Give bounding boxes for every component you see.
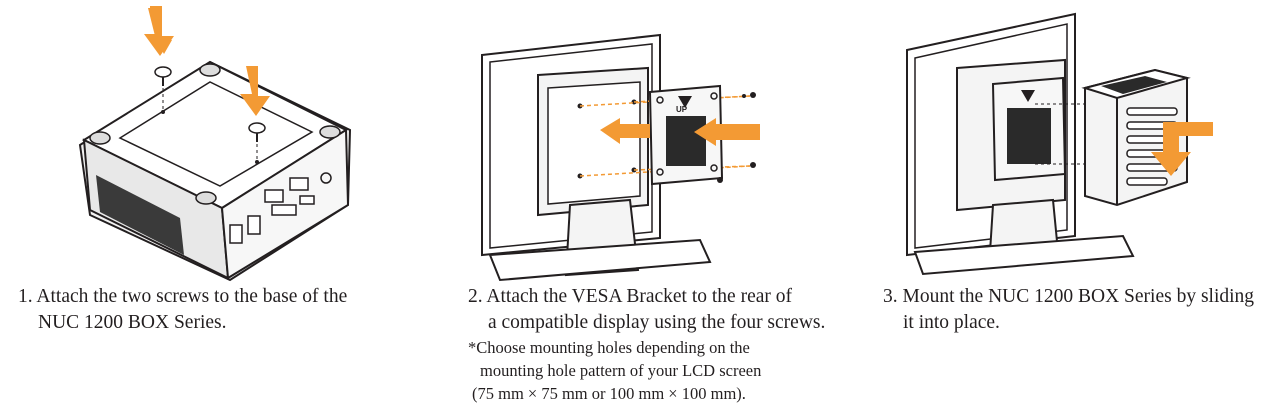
arrow-down-icon bbox=[240, 66, 270, 116]
step-1-line-1: 1. Attach the two screws to the base of … bbox=[18, 286, 348, 307]
figure-attach-screws bbox=[60, 0, 370, 285]
step-2-line-1: 2. Attach the VESA Bracket to the rear o… bbox=[468, 286, 793, 307]
figure-mount-nuc bbox=[895, 0, 1225, 285]
bracket-up-label: UP bbox=[676, 105, 688, 114]
screw-icon bbox=[717, 92, 756, 183]
step-2-caption: 2. Attach the VESA Bracket to the rear o… bbox=[468, 284, 888, 336]
arrow-left-icon bbox=[600, 118, 650, 144]
figure-attach-bracket: UP bbox=[470, 0, 800, 285]
mounting-holes-note: *Choose mounting holes depending on the … bbox=[468, 336, 888, 405]
note-line-3: (75 mm × 75 mm or 100 mm × 100 mm). bbox=[472, 384, 746, 403]
step-1-line-2: NUC 1200 BOX Series. bbox=[38, 312, 227, 333]
screw-icon bbox=[248, 122, 266, 164]
step-3-line-2: it into place. bbox=[903, 312, 1000, 333]
vesa-bracket-illustration: UP bbox=[481, 33, 760, 282]
note-line-2: mounting hole pattern of your LCD screen bbox=[480, 361, 762, 380]
mount-nuc-illustration bbox=[906, 12, 1213, 276]
arrow-left-icon bbox=[694, 118, 760, 146]
arrow-down-icon bbox=[144, 6, 174, 56]
arrow-down-icon bbox=[1151, 122, 1213, 176]
screw-icon bbox=[154, 66, 172, 114]
nuc-base-illustration bbox=[78, 6, 352, 282]
step-3-caption: 3. Mount the NUC 1200 BOX Series by slid… bbox=[883, 284, 1286, 336]
step-1-caption: 1. Attach the two screws to the base of … bbox=[18, 284, 438, 336]
step-3-line-1: 3. Mount the NUC 1200 BOX Series by slid… bbox=[883, 286, 1255, 307]
step-2-line-2: a compatible display using the four scre… bbox=[488, 312, 826, 333]
note-line-1: *Choose mounting holes depending on the bbox=[468, 338, 750, 357]
